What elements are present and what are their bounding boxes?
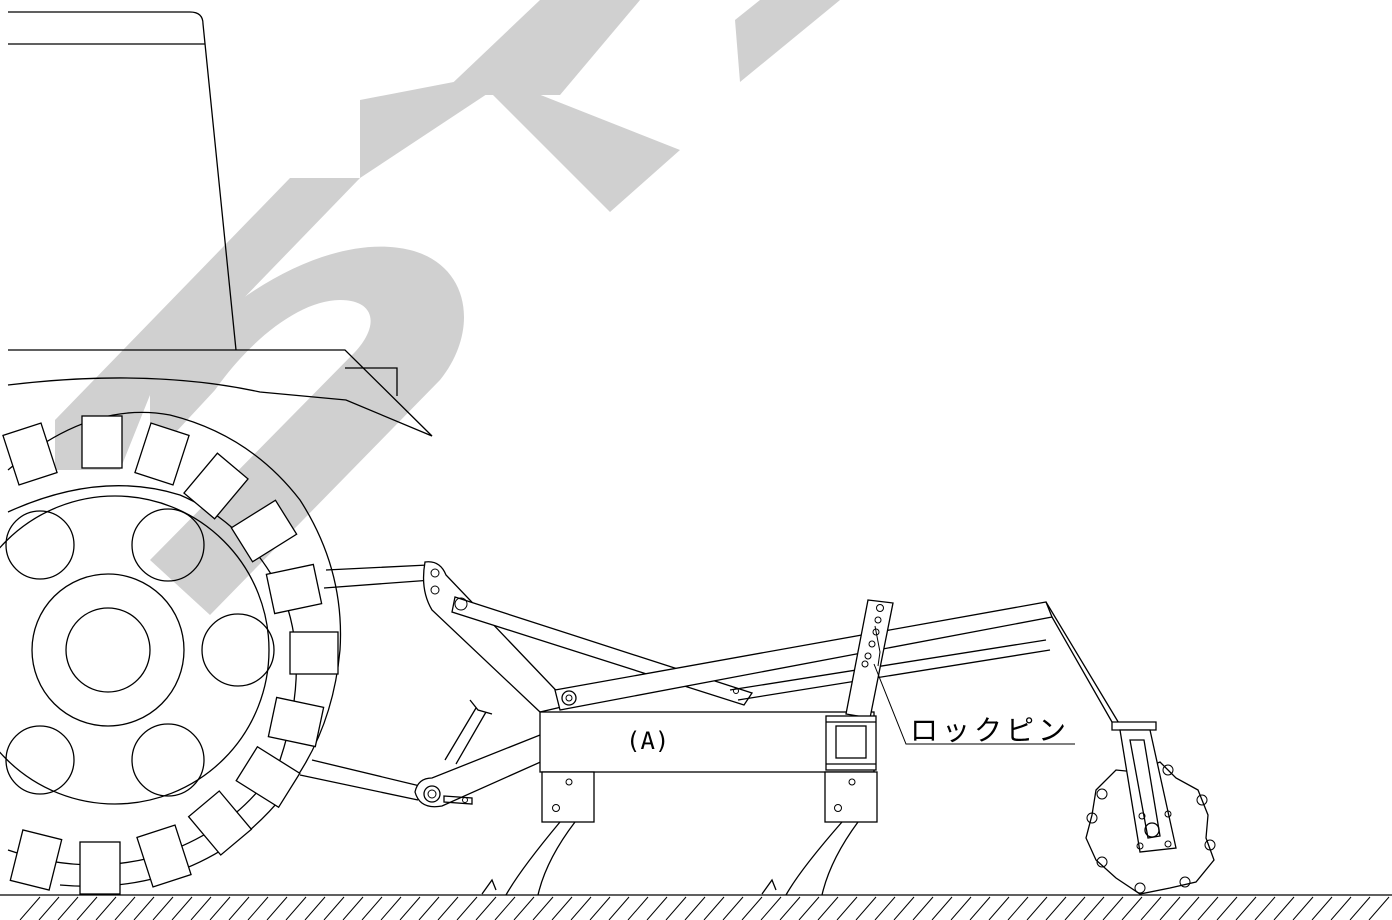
frame-a-label: (A) (626, 727, 669, 755)
lock-pin-label: ロックピン (910, 714, 1070, 747)
tractor (0, 11, 433, 895)
rim-holes (5, 508, 275, 797)
frame-a (539, 711, 875, 773)
implement-frame: (A) (539, 601, 1121, 823)
shanks (481, 821, 859, 896)
depth-adjuster (825, 599, 894, 771)
watermark-logo (55, 0, 840, 615)
rear-tire (0, 411, 342, 895)
packer-roller (1085, 721, 1216, 895)
ground-hatch (0, 894, 1392, 920)
lock-pin-callout: ロックピン (873, 663, 1075, 747)
tire-treads (2, 415, 339, 895)
